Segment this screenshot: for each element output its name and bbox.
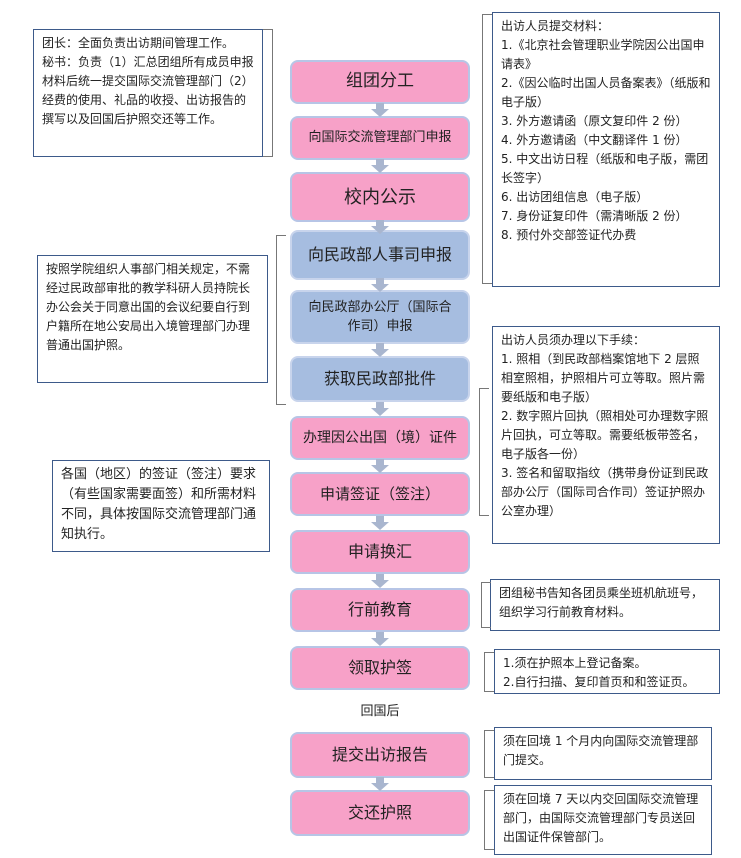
brace xyxy=(263,29,273,157)
brace xyxy=(484,652,494,692)
step-obtain-mca-approval: 获取民政部批件 xyxy=(290,356,470,402)
step-collect-passport: 领取护签 xyxy=(290,646,470,690)
flow-arrow-icon xyxy=(371,402,389,416)
brace xyxy=(481,582,491,628)
note-return-passport: 须在回境 7 天以内交回国际交流管理部门，由国际交流管理部门专员送回出国证件保管… xyxy=(494,785,712,855)
flow-arrow-icon xyxy=(371,159,389,173)
note-education: 团组秘书告知各团员乘坐班机航班号，组织学习行前教育材料。 xyxy=(490,579,720,631)
brace xyxy=(482,14,492,284)
note-passport: 1.须在护照本上登记备案。 2.自行扫描、复印首页和和签证页。 xyxy=(494,649,720,694)
step-apply-mca-personnel: 向民政部人事司申报 xyxy=(290,230,470,280)
step-apply-international-office: 向国际交流管理部门申报 xyxy=(290,116,470,160)
step-campus-publicity: 校内公示 xyxy=(290,172,470,222)
flow-arrow-icon xyxy=(371,459,389,473)
flow-arrow-icon xyxy=(371,278,389,292)
flow-arrow-icon xyxy=(371,343,389,357)
note-report: 须在回境 1 个月内向国际交流管理部门提交。 xyxy=(494,727,712,780)
step-pre-departure-education: 行前教育 xyxy=(290,588,470,632)
flow-arrow-icon xyxy=(371,574,389,588)
brace xyxy=(276,235,286,405)
flow-arrow-icon xyxy=(371,103,389,117)
note-procedures: 出访人员须办理以下手续： 1. 照相（到民政部档案馆地下 2 层照相室照相，护照… xyxy=(492,326,720,544)
step-form-group: 组团分工 xyxy=(290,60,470,104)
brace xyxy=(484,790,494,850)
after-return-label: 回国后 xyxy=(360,704,400,719)
brace xyxy=(484,730,494,778)
flow-arrow-icon xyxy=(371,220,389,234)
note-materials: 出访人员提交材料： 1.《北京社会管理职业学院因公出国申请表》 2.《因公临时出… xyxy=(492,12,720,287)
step-submit-report: 提交出访报告 xyxy=(290,732,470,778)
step-apply-visa: 申请签证（签注） xyxy=(290,472,470,516)
flow-arrow-icon xyxy=(371,632,389,646)
step-apply-exchange: 申请换汇 xyxy=(290,530,470,574)
brace xyxy=(479,388,489,516)
step-apply-mca-general-office: 向民政部办公厅（国际合作司）申报 xyxy=(290,290,470,344)
flow-arrow-icon xyxy=(371,516,389,530)
note-group-roles: 团长：全面负责出访期间管理工作。 秘书：负责（1）汇总团组所有成员申报材料后统一… xyxy=(33,29,263,157)
step-apply-exit-certificate: 办理因公出国（境）证件 xyxy=(290,416,470,460)
note-visa: 各国（地区）的签证（签注）要求（有些国家需要面签）和所需材料不同，具体按国际交流… xyxy=(52,460,270,552)
note-mca-rule: 按照学院组织人事部门相关规定，不需经过民政部审批的教学科研人员持院长办公会关于同… xyxy=(37,255,268,383)
step-return-passport: 交还护照 xyxy=(290,790,470,836)
flow-arrow-icon xyxy=(371,777,389,791)
